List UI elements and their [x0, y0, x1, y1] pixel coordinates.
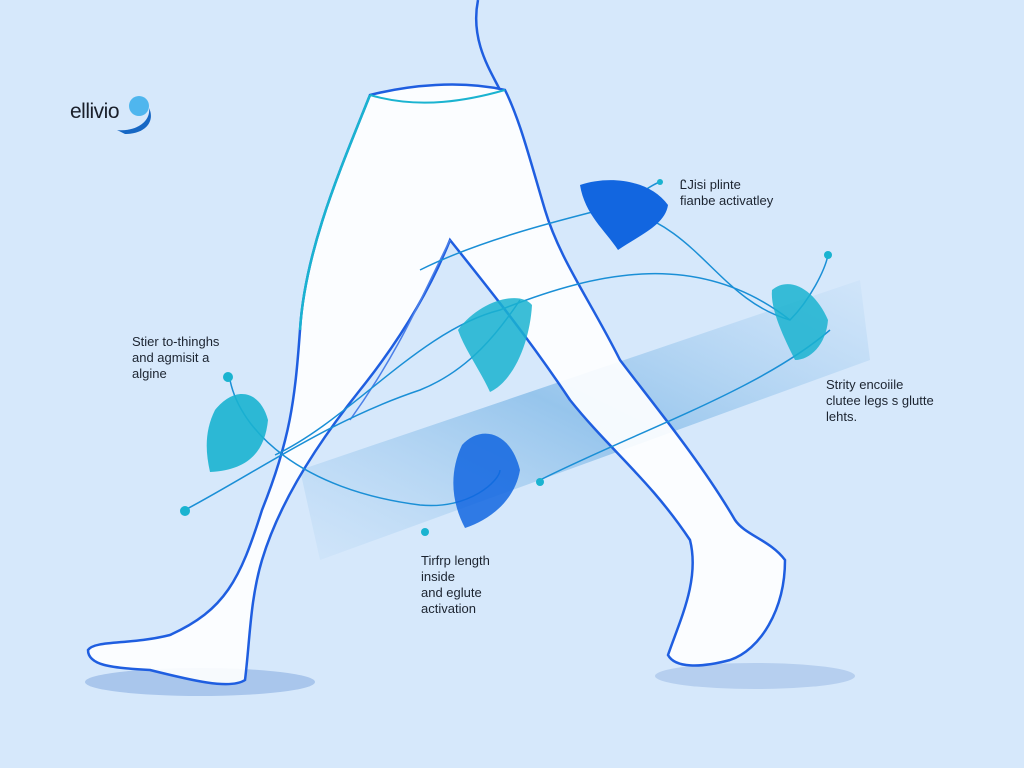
label-glute-legs: Strity encoiile clutee legs s glutte leh…	[826, 377, 934, 424]
glute-pad-top	[580, 180, 668, 250]
front-foot-shadow	[655, 663, 855, 689]
legs-outline	[86, 83, 787, 686]
torso-line	[475, 0, 502, 91]
label-thighs-alignment: Stier to-thinghs and agmisit a algine	[132, 334, 220, 381]
logo-text: ellivio	[70, 100, 120, 123]
connector-endpoints	[180, 179, 832, 536]
label-glute-activation: Ꮭ⁠Jisi plinte fianbe activatley	[680, 177, 774, 208]
hamstring-pad-right	[771, 284, 828, 360]
thigh-pad-center	[458, 298, 532, 392]
calf-pad-left	[206, 393, 268, 472]
belt-line	[369, 89, 506, 104]
shin-pad-center	[453, 433, 520, 528]
label-stride-length: Tirfrp length inside and eglute activati…	[421, 553, 490, 616]
motion-band	[300, 280, 870, 560]
back-leg-front-edge	[298, 94, 372, 331]
ellivio-logo: ellivio	[70, 88, 159, 136]
logo-swirl-icon	[117, 96, 151, 134]
